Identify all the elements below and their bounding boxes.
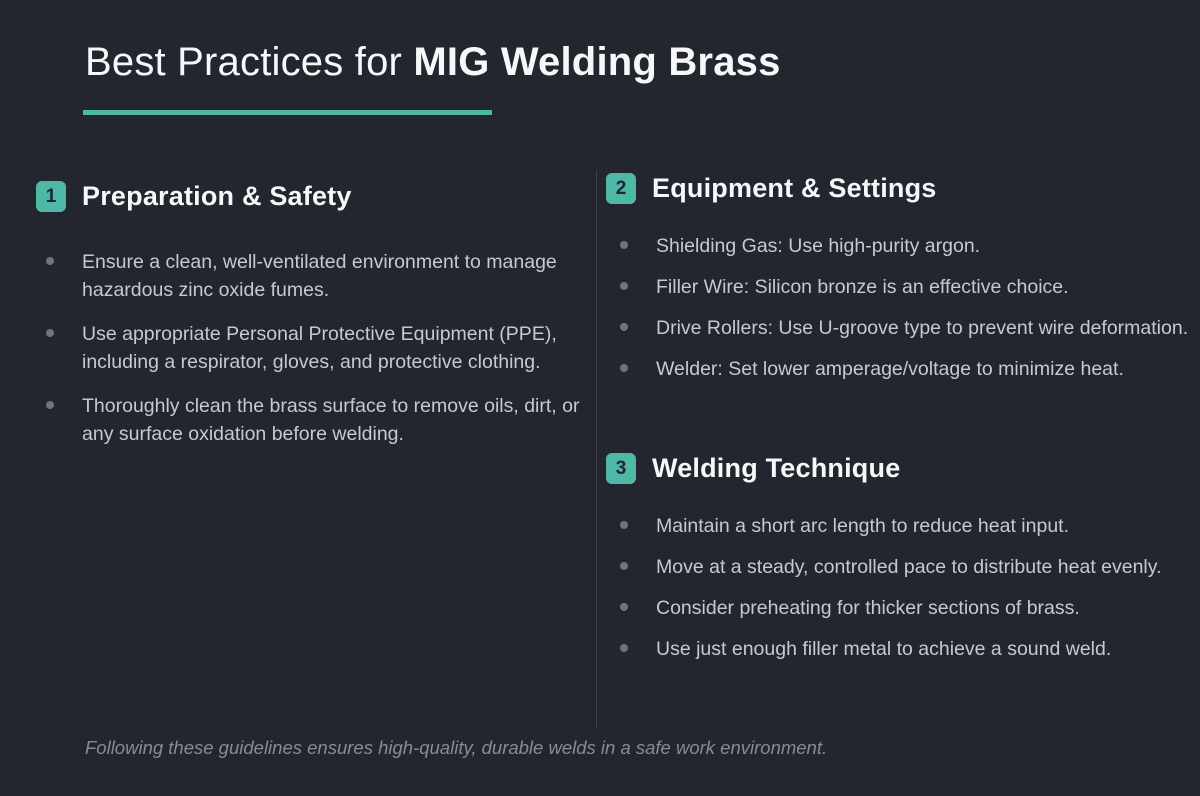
bullet-text: Filler Wire: Silicon bronze is an effect… [656, 276, 1069, 298]
bullet-text: Consider preheating for thicker sections… [656, 597, 1080, 619]
bullet-list: Shielding Gas: Use high-purity argon. Fi… [606, 232, 1200, 383]
left-column: 1 Preparation & Safety Ensure a clean, w… [36, 170, 594, 464]
section-header: 1 Preparation & Safety [36, 181, 594, 212]
bullet-dot-icon [620, 644, 628, 652]
section-title: Welding Technique [652, 453, 901, 483]
bullet-list: Ensure a clean, well-ventilated environm… [36, 248, 594, 448]
bullet-dot-icon [620, 364, 628, 372]
page-title-bold: MIG Welding Brass [413, 40, 781, 84]
section-header: 3 Welding Technique [606, 453, 1200, 484]
bullet-dot-icon [620, 562, 628, 570]
bullet-text: Shielding Gas: Use high-purity argon. [656, 235, 981, 257]
section-number-badge: 2 [606, 173, 636, 204]
page-title-regular: Best Practices for [85, 40, 414, 84]
list-item: Shielding Gas: Use high-purity argon. [606, 232, 1200, 260]
bullet-dot-icon [620, 603, 628, 611]
section-title: Preparation & Safety [82, 181, 352, 211]
list-item: Welder: Set lower amperage/voltage to mi… [606, 355, 1200, 383]
bullet-text: Drive Rollers: Use U-groove type to prev… [656, 317, 1189, 339]
section-number-badge: 1 [36, 181, 66, 212]
bullet-text: Maintain a short arc length to reduce he… [656, 515, 1070, 537]
bullet-dot-icon [620, 282, 628, 290]
title-underline-accent [83, 110, 492, 115]
page-title: Best Practices for MIG Welding Brass [85, 40, 781, 85]
list-item: Move at a steady, controlled pace to dis… [606, 553, 1200, 581]
list-item: Filler Wire: Silicon bronze is an effect… [606, 273, 1200, 301]
bullet-text: Thoroughly clean the brass surface to re… [82, 395, 580, 445]
bullet-dot-icon [620, 323, 628, 331]
section-equipment-settings: 2 Equipment & Settings Shielding Gas: Us… [606, 173, 1200, 383]
list-item: Consider preheating for thicker sections… [606, 594, 1200, 622]
bullet-text: Welder: Set lower amperage/voltage to mi… [656, 358, 1124, 380]
bullet-text: Use appropriate Personal Protective Equi… [82, 323, 557, 373]
list-item: Maintain a short arc length to reduce he… [606, 512, 1200, 540]
bullet-text: Move at a steady, controlled pace to dis… [656, 556, 1162, 578]
bullet-dot-icon [620, 241, 628, 249]
bullet-dot-icon [46, 257, 54, 265]
section-welding-technique: 3 Welding Technique Maintain a short arc… [606, 453, 1200, 663]
bullet-dot-icon [620, 521, 628, 529]
column-divider [596, 170, 597, 727]
bullet-text: Use just enough filler metal to achieve … [656, 638, 1112, 660]
footer-note: Following these guidelines ensures high-… [85, 737, 828, 758]
bullet-text: Ensure a clean, well-ventilated environm… [82, 251, 557, 301]
section-header: 2 Equipment & Settings [606, 173, 1200, 204]
list-item: Use just enough filler metal to achieve … [606, 635, 1200, 663]
section-number-badge: 3 [606, 453, 636, 484]
bullet-dot-icon [46, 401, 54, 409]
list-item: Ensure a clean, well-ventilated environm… [36, 248, 594, 304]
right-column: 2 Equipment & Settings Shielding Gas: Us… [606, 170, 1200, 676]
section-preparation-safety: 1 Preparation & Safety Ensure a clean, w… [36, 181, 594, 448]
section-title: Equipment & Settings [652, 173, 937, 203]
bullet-list: Maintain a short arc length to reduce he… [606, 512, 1200, 663]
list-item: Thoroughly clean the brass surface to re… [36, 392, 594, 448]
bullet-dot-icon [46, 329, 54, 337]
list-item: Use appropriate Personal Protective Equi… [36, 320, 594, 376]
list-item: Drive Rollers: Use U-groove type to prev… [606, 314, 1200, 342]
